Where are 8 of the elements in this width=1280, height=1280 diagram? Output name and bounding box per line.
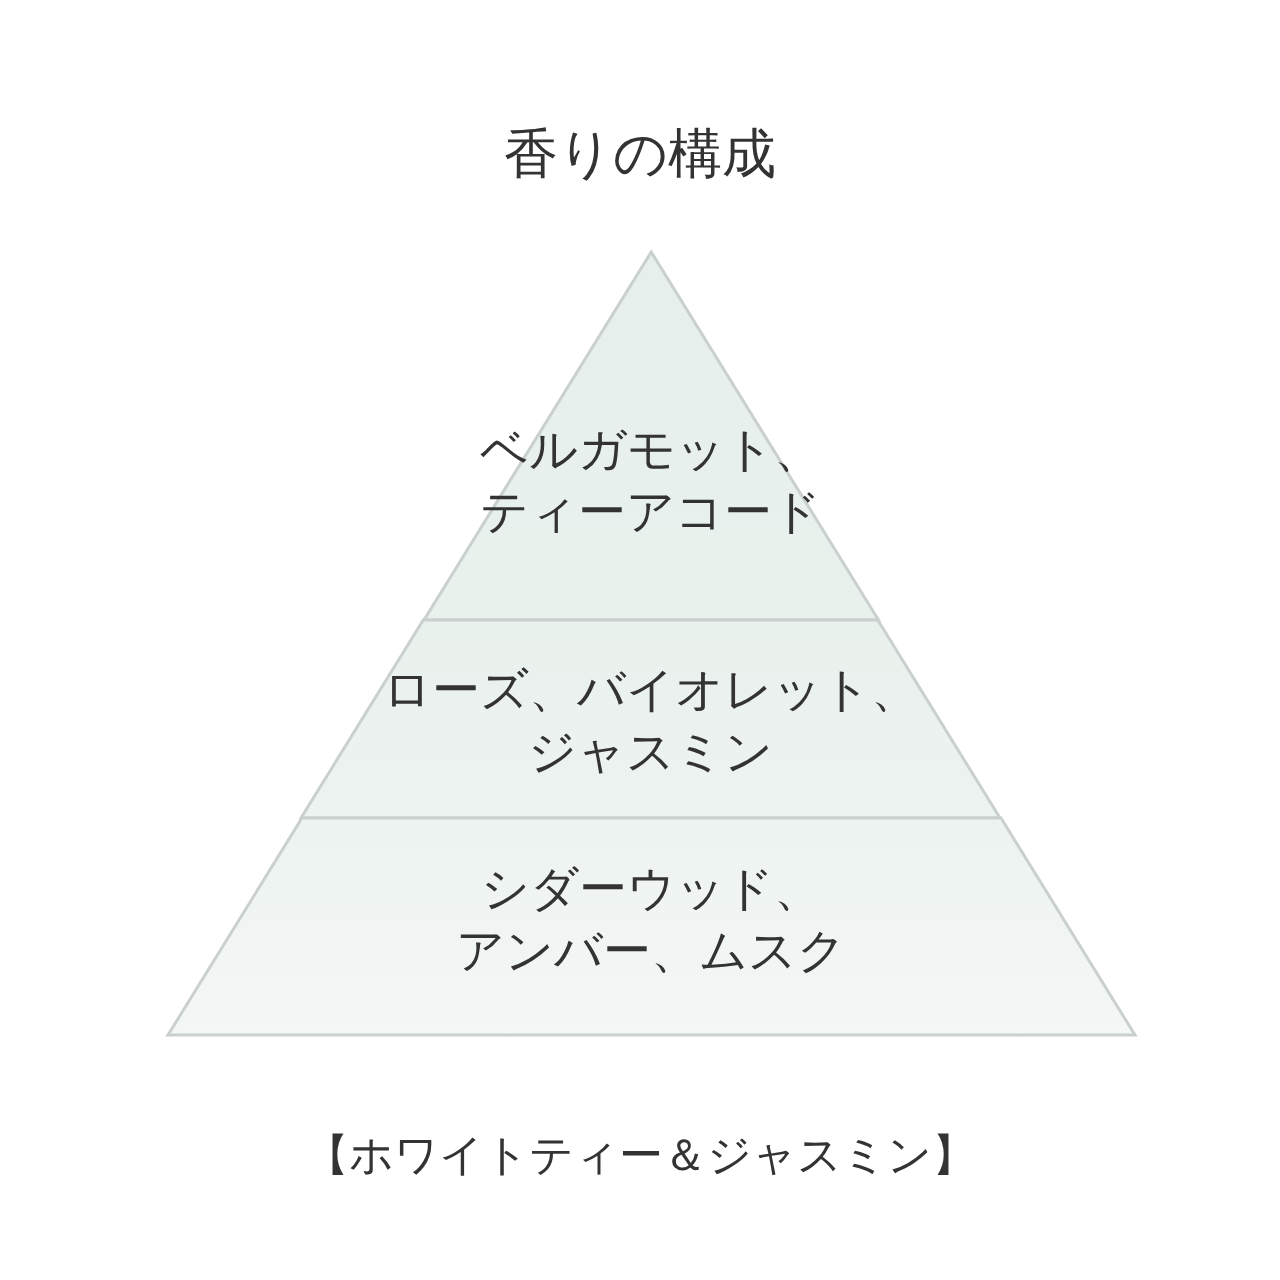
pyramid-tier <box>167 818 1135 1035</box>
pyramid-tier <box>423 252 879 620</box>
diagram-caption: 【ホワイトティー＆ジャスミン】 <box>303 1128 977 1182</box>
tier-label: ローズ、バイオレット、ジャスミン <box>382 660 920 782</box>
tier-label: シダーウッド、アンバー、ムスク <box>455 859 847 981</box>
diagram-title: 香りの構成 <box>503 122 777 187</box>
pyramid-tier <box>301 620 1001 818</box>
tier-label: ベルガモット、ティーアコード <box>479 420 823 542</box>
